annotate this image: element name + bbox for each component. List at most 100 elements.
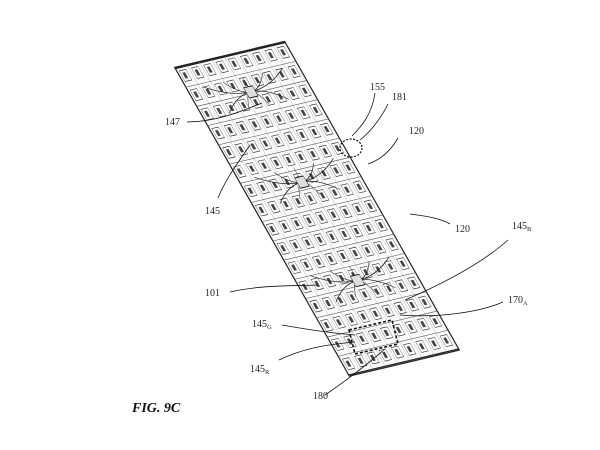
pixel-cell (223, 123, 238, 137)
pixel-cell (312, 255, 326, 269)
row-trace (283, 233, 394, 261)
pixel-cell (272, 112, 286, 126)
pixel-cell (252, 51, 266, 65)
pixel-cell (396, 257, 410, 271)
pixel-cell (309, 103, 323, 117)
pixel-cell-array (178, 44, 460, 376)
pixel-cell (257, 159, 272, 173)
pixel-cell (307, 125, 322, 139)
dashed-box-181 (339, 138, 363, 158)
pixel-cell (394, 279, 409, 293)
pixel-cell (226, 79, 240, 93)
pixel-cell (403, 342, 417, 356)
pixel-cell (234, 142, 248, 156)
pixel-cell (416, 317, 431, 331)
pixel-cell (390, 345, 405, 359)
column-trace (211, 59, 386, 367)
pixel-cell (404, 320, 418, 334)
pixel-cell (189, 88, 204, 102)
pixel-cell (211, 126, 225, 140)
pixel-cell (328, 186, 342, 200)
pixel-cell (366, 351, 380, 365)
pixel-cell (314, 211, 329, 225)
pixel-cell (341, 357, 356, 371)
label-145: 145 (205, 206, 220, 217)
pixel-cell (201, 85, 216, 99)
pixel-cell (363, 199, 377, 213)
pixel-cell (233, 165, 247, 178)
pixel-cell (303, 191, 318, 205)
pixel-cell (278, 219, 292, 233)
pixel-cell (392, 323, 406, 337)
pixel-cell (333, 293, 348, 307)
pixel-cell (265, 222, 280, 236)
pixel-cell (294, 150, 308, 164)
pixel-cell (326, 208, 341, 222)
row-trace (185, 60, 297, 88)
pixel-cell (250, 73, 265, 87)
driver-chip (309, 256, 396, 303)
pixel-cell (203, 63, 217, 77)
pixel-cell (360, 243, 375, 257)
pixel-cell (383, 260, 398, 274)
pixel-cell (313, 233, 327, 247)
pixel-cell (258, 137, 273, 151)
pixel-cell (282, 153, 296, 167)
pixel-cell (286, 87, 300, 101)
pixel-cell (427, 337, 441, 350)
pixel-cell (379, 326, 394, 340)
label-155: 155 (370, 82, 385, 93)
leader-120b (409, 213, 451, 225)
driver-hubs (203, 67, 396, 303)
pixel-cell (407, 276, 421, 290)
row-trace (316, 291, 427, 319)
leader-155 (351, 92, 376, 137)
pixel-cell (355, 332, 369, 346)
pixel-cell (362, 221, 376, 235)
pixel-cell (235, 120, 250, 134)
row-trace (229, 137, 340, 165)
pixel-cell (260, 115, 274, 128)
pixel-cell (428, 314, 443, 328)
label-181: 181 (392, 92, 407, 103)
label-101: 101 (205, 288, 220, 299)
column-trace (260, 47, 435, 356)
row-trace (337, 330, 449, 357)
leader-145 (217, 144, 251, 199)
leader-lines (186, 92, 509, 396)
row-trace (261, 195, 373, 223)
label-147: 147 (165, 117, 180, 128)
leader-145g (281, 324, 356, 336)
pixel-cell (299, 258, 314, 272)
column-trace (223, 56, 398, 364)
label-145r: 145R (250, 364, 270, 376)
label-170a: 170A (508, 295, 528, 307)
pixel-cell (417, 295, 432, 309)
pixel-cell (321, 296, 335, 310)
leader-181 (359, 103, 389, 141)
pixel-cell (325, 230, 339, 244)
pixel-cell (295, 128, 310, 142)
pixel-cell (352, 180, 367, 194)
pixel-cell (356, 310, 371, 324)
pixel-cell (320, 122, 334, 136)
leader-120a (367, 137, 399, 165)
pixel-cell (215, 60, 229, 74)
pixel-cell (369, 307, 383, 321)
pixel-cell (248, 117, 262, 131)
pixel-cell (370, 285, 384, 299)
label-145g: 145G (252, 319, 272, 331)
pixel-cell (332, 315, 346, 329)
pixel-cell (246, 140, 261, 153)
pixel-cell (318, 144, 333, 158)
pixel-cell (415, 339, 429, 353)
pixel-cell (324, 252, 338, 266)
leader-180 (324, 348, 386, 396)
pixel-cell (316, 189, 330, 202)
pixel-cell (405, 298, 420, 312)
pixel-cell (345, 290, 360, 304)
pixel-cell (320, 318, 334, 332)
pixel-cell (212, 104, 227, 118)
pixel-cell (237, 98, 251, 112)
